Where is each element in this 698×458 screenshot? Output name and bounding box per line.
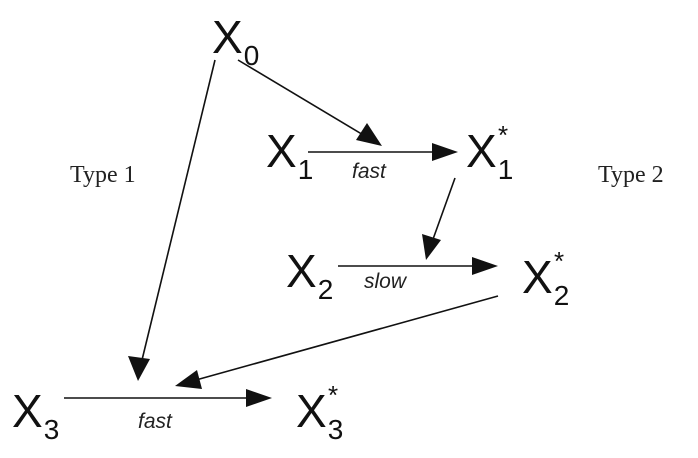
node-x2star-base: X [522,251,553,303]
arrowhead-x1star-to-x2 [422,234,441,260]
node-x1star-base: X [466,125,497,177]
arrowhead-x0-to-x3 [128,356,150,381]
node-x1star-sup: * [498,120,509,150]
arrow-x1star-to-x2 [431,177,456,243]
node-x3: X3 [12,385,59,444]
node-x2star-sup: * [554,246,565,276]
node-x3-base: X [12,385,43,437]
node-x0-base: X [212,11,243,63]
node-x2-base: X [286,245,317,297]
edge-label-x1-fast: fast [352,160,386,183]
arrow-x0-to-x1star [237,59,376,143]
node-x1-base: X [266,125,297,177]
arrowhead-x2-to-x2star [472,257,498,275]
node-x1: X1 [266,125,313,184]
node-x1-sub: 1 [297,154,314,185]
node-x3star: X* 3 [296,382,343,444]
node-x2star-sub: 2 [553,280,570,311]
type-1-label: Type 1 [70,162,136,188]
arrowhead-x3-to-x3star [246,389,272,407]
arrowhead-x0-to-x1star [356,123,382,146]
node-x3star-sub: 3 [327,414,344,445]
edge-label-x2-slow: slow [364,270,407,293]
node-x3star-base: X [296,385,327,437]
arrow-x0-to-x3 [141,59,216,361]
node-x0: X0 [212,11,259,70]
arrowhead-x2star-to-x3 [175,370,202,389]
node-x2: X2 [286,245,333,304]
node-x1star: X* 1 [466,122,513,184]
node-x2-sub: 2 [317,274,334,305]
node-x2star: X* 2 [522,248,569,310]
arrowhead-x1-to-x1star [432,143,458,161]
node-x1star-sub: 1 [497,154,514,185]
node-x0-sub: 0 [243,40,260,71]
node-x3-sub: 3 [43,414,60,445]
edge-label-x3-fast: fast [138,410,172,433]
node-x3star-sup: * [328,380,339,410]
type-2-label: Type 2 [598,162,664,188]
arrow-x2star-to-x3 [195,295,499,381]
